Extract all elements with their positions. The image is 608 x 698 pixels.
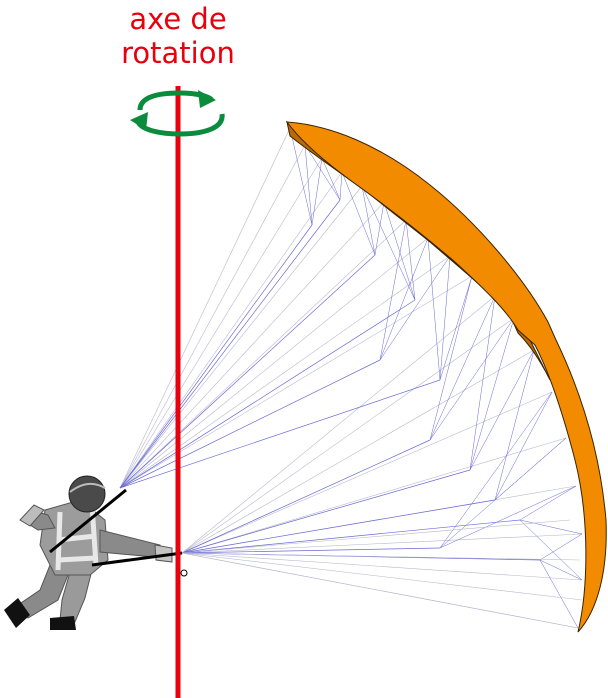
suspension-line <box>494 391 553 501</box>
suspension-line <box>119 275 473 489</box>
suspension-line <box>304 144 341 201</box>
suspension-line <box>119 157 323 489</box>
suspension-line <box>439 275 473 381</box>
suspension-line <box>539 559 579 629</box>
suspension-line <box>181 519 521 554</box>
paraglider-wing <box>285 120 607 633</box>
suspension-line <box>339 171 343 201</box>
suspension-line <box>181 295 496 554</box>
suspension-line <box>469 317 515 471</box>
pilot <box>4 475 188 630</box>
suspension-line <box>119 254 376 489</box>
suspension-line <box>119 201 385 489</box>
suspension-line <box>361 185 416 301</box>
suspension-line <box>429 275 473 441</box>
carabiner-icon <box>180 569 188 577</box>
suspension-line <box>379 219 407 361</box>
pilot-left-shoe <box>4 598 30 628</box>
suspension-line <box>519 519 583 581</box>
suspension-line <box>181 552 583 581</box>
wing-topside <box>285 121 607 633</box>
suspension-line <box>119 224 313 489</box>
suspension-line <box>181 519 571 554</box>
suspension-line <box>119 359 381 489</box>
pilot-riser-upper <box>49 488 127 554</box>
suspension-line <box>539 559 583 581</box>
suspension-lines <box>119 127 583 629</box>
pilot-left-hand <box>19 504 45 527</box>
suspension-line <box>519 485 577 521</box>
suspension-line <box>429 295 496 441</box>
suspension-line <box>361 185 376 256</box>
suspension-line <box>119 171 343 489</box>
suspension-line <box>341 171 376 256</box>
suspension-line <box>439 485 577 549</box>
suspension-line <box>181 533 583 554</box>
suspension-line <box>181 391 553 554</box>
suspension-line <box>181 552 581 561</box>
pilot-helmet <box>68 475 106 513</box>
suspension-line <box>181 437 567 554</box>
suspension-line <box>379 255 451 361</box>
suspension-line <box>321 157 341 201</box>
suspension-line <box>119 379 441 489</box>
suspension-line <box>439 391 553 549</box>
suspension-line <box>181 439 431 554</box>
suspension-line <box>469 349 535 471</box>
suspension-line <box>181 547 441 554</box>
suspension-line <box>439 255 451 381</box>
suspension-line <box>119 219 407 489</box>
suspension-line <box>311 157 323 226</box>
suspension-line <box>494 349 535 501</box>
suspension-line <box>119 185 363 489</box>
pilot-right-shoe <box>50 616 76 630</box>
suspension-line <box>429 317 515 441</box>
suspension-line <box>119 144 306 489</box>
suspension-line <box>181 552 583 601</box>
pilot-riser-lower <box>91 551 183 567</box>
suspension-line <box>181 349 535 554</box>
axis-label-line1: axe de <box>129 2 227 36</box>
suspension-line <box>119 237 429 489</box>
axis-label-line2: rotation <box>121 36 235 70</box>
suspension-line <box>519 519 583 535</box>
suspension-line <box>427 237 441 381</box>
rotation-arrow-icon <box>130 90 225 137</box>
suspension-line <box>119 199 341 489</box>
suspension-line <box>119 299 416 489</box>
suspension-line <box>289 127 313 226</box>
suspension-line <box>304 144 313 226</box>
suspension-line <box>181 499 496 554</box>
suspension-line <box>379 237 429 361</box>
suspension-line <box>439 437 567 549</box>
suspension-line <box>405 219 416 301</box>
suspension-line <box>469 295 496 471</box>
suspension-line <box>374 201 385 256</box>
suspension-line <box>181 317 515 554</box>
helmet-rim <box>69 482 106 493</box>
suspension-line <box>539 533 583 561</box>
harness-straps <box>55 504 99 571</box>
suspension-line <box>119 255 451 489</box>
suspension-line <box>181 469 471 554</box>
suspension-line <box>119 127 291 489</box>
suspension-line <box>181 552 579 629</box>
